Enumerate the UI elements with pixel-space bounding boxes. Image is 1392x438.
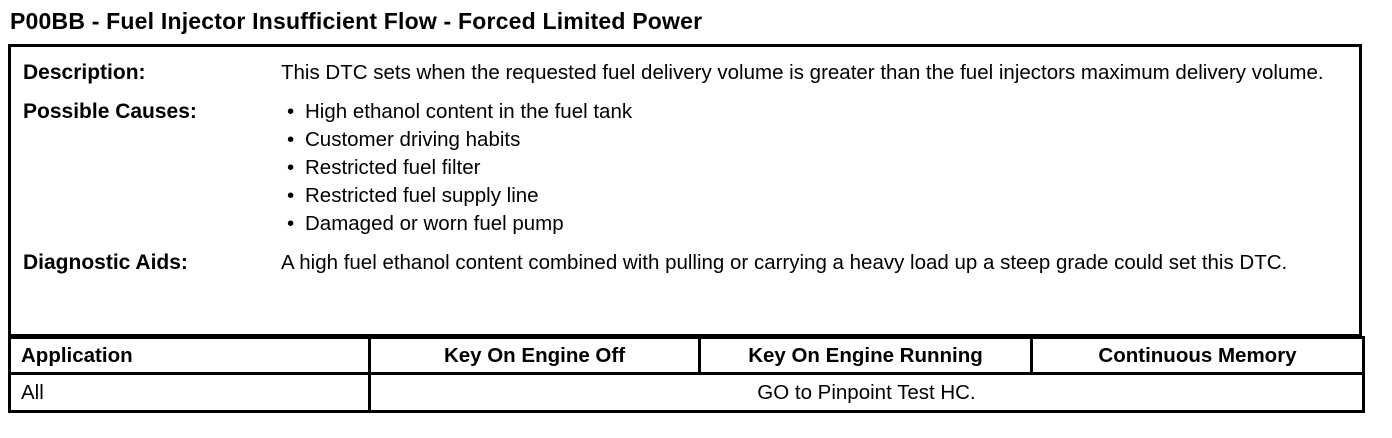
list-item: Restricted fuel supply line xyxy=(281,182,1335,210)
diagnostic-aids-text: A high fuel ethanol content combined wit… xyxy=(281,251,1288,274)
description-row: Description: This DTC sets when the requ… xyxy=(11,59,1359,87)
header-continuous-memory: Continuous Memory xyxy=(1030,336,1365,375)
dtc-info-box: Description: This DTC sets when the requ… xyxy=(8,44,1362,336)
table-row: All GO to Pinpoint Test HC. xyxy=(8,372,1365,413)
list-item: High ethanol content in the fuel tank xyxy=(281,98,1335,126)
table-header-row: Application Key On Engine Off Key On Eng… xyxy=(8,336,1365,375)
list-item: Customer driving habits xyxy=(281,126,1335,154)
list-item: Damaged or worn fuel pump xyxy=(281,210,1335,238)
header-key-on-engine-running: Key On Engine Running xyxy=(698,336,1033,375)
description-label: Description: xyxy=(23,61,146,84)
possible-causes-list: High ethanol content in the fuel tank Cu… xyxy=(281,98,1359,238)
action-cell: GO to Pinpoint Test HC. xyxy=(368,372,1365,413)
application-action-table: Application Key On Engine Off Key On Eng… xyxy=(8,336,1365,413)
header-application: Application xyxy=(8,336,371,375)
description-text: This DTC sets when the requested fuel de… xyxy=(281,61,1324,84)
header-key-on-engine-off: Key On Engine Off xyxy=(368,336,701,375)
list-item: Restricted fuel filter xyxy=(281,154,1335,182)
page-title: P00BB - Fuel Injector Insufficient Flow … xyxy=(10,8,703,34)
possible-causes-label: Possible Causes: xyxy=(23,100,197,123)
application-cell: All xyxy=(8,372,371,413)
diagnostic-aids-label: Diagnostic Aids: xyxy=(23,251,188,274)
diagnostic-aids-row: Diagnostic Aids: A high fuel ethanol con… xyxy=(11,249,1359,277)
possible-causes-row: Possible Causes: High ethanol content in… xyxy=(11,98,1359,238)
